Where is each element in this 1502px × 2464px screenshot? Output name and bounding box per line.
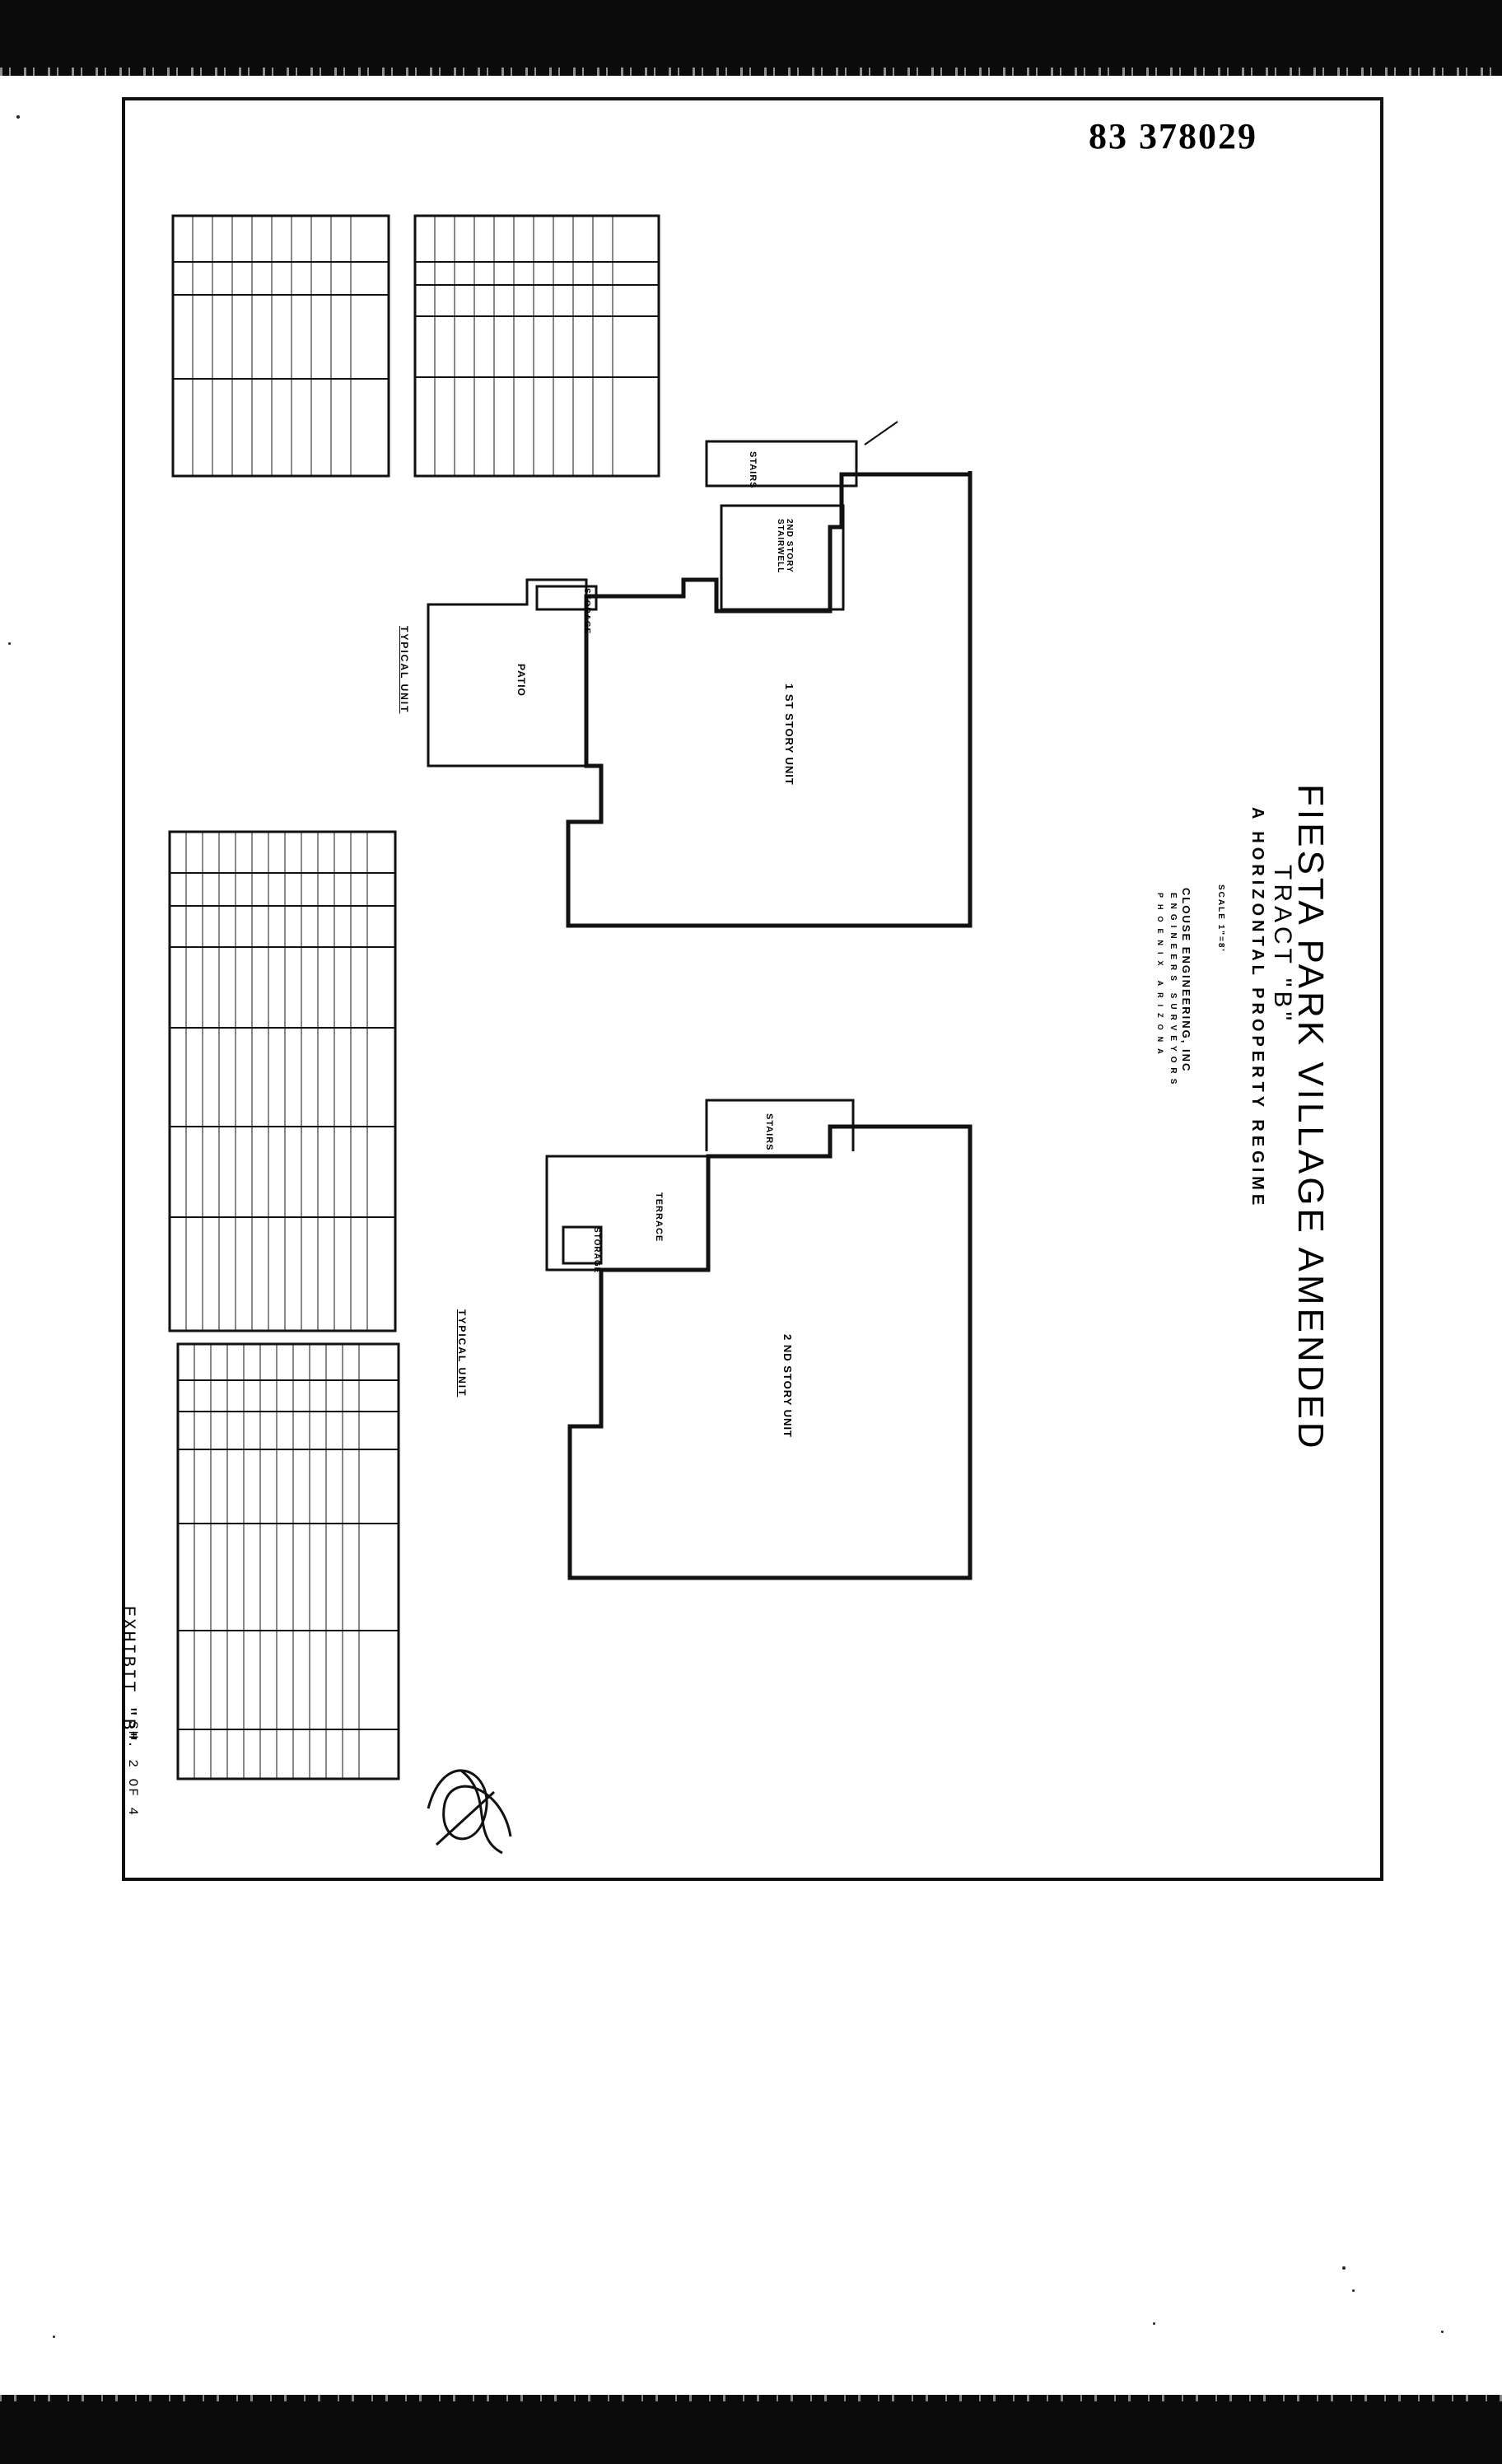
room-first-story-unit: 1 ST STORY UNIT: [783, 684, 795, 786]
typical-unit-label-2: TYPICAL UNIT: [456, 1309, 468, 1398]
room-terrace: TERRACE: [654, 1192, 664, 1243]
scan-speck: [16, 115, 20, 119]
room-stairwell: 2ND STORY STAIRWELL: [776, 519, 794, 574]
room-stairs-1: STAIRS: [748, 451, 758, 489]
scan-speck: [1153, 2322, 1155, 2325]
room-second-story-unit: 2 ND STORY UNIT: [781, 1334, 794, 1439]
scan-bottom-band: [0, 2395, 1502, 2464]
sheet-border: [122, 97, 1383, 1881]
scan-top-band: [0, 0, 1502, 76]
typical-unit-label-1: TYPICAL UNIT: [399, 626, 410, 714]
scan-speck: [8, 642, 11, 645]
room-stairs-2: STAIRS: [764, 1113, 774, 1151]
room-storage-2: STORAGE: [592, 1227, 601, 1274]
recording-number: 83 378029: [1089, 116, 1257, 156]
scan-speck: [1342, 2266, 1346, 2270]
scan-speck: [1441, 2331, 1444, 2333]
sheet-number: SH. 2 OF 4: [125, 1721, 140, 1818]
room-patio: PATIO: [515, 664, 527, 697]
scan-speck: [1352, 2289, 1355, 2292]
scan-speck: [53, 2336, 55, 2338]
room-storage-1: STORAGE: [582, 588, 591, 635]
signature: [427, 1769, 512, 1855]
